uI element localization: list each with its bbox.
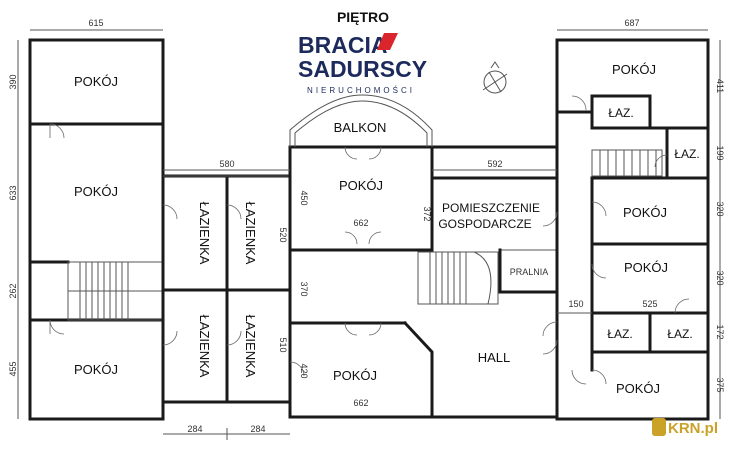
watermark-icon <box>652 418 666 436</box>
room-balkon: BALKON <box>334 120 387 135</box>
dim-left-1: 390 <box>8 74 18 89</box>
room-pokoj-mid-left: POKÓJ <box>74 184 118 199</box>
stairs-right <box>591 149 663 177</box>
dim-left-2: 633 <box>8 185 18 200</box>
dim-592: 592 <box>487 159 502 169</box>
dim-150: 150 <box>568 299 583 309</box>
brand-line-2: SADURSCY <box>298 56 427 82</box>
room-pokoj-bottom-left: POKÓJ <box>74 362 118 377</box>
room-pokoj-top-right: POKÓJ <box>612 62 656 77</box>
room-laz-r4: ŁAZ. <box>667 327 692 341</box>
dimension-labels: 615 687 390 633 262 455 580 592 450 662 … <box>8 18 725 434</box>
dim-right-6: 375 <box>715 377 725 392</box>
dim-bottom-284-a: 284 <box>187 424 202 434</box>
dim-450: 450 <box>299 190 309 205</box>
room-lazienka-4: ŁAZIENKA <box>243 315 258 378</box>
dim-bottom-284-b: 284 <box>250 424 265 434</box>
dim-right-2: 199 <box>715 145 725 160</box>
watermark-logo: KRN.pl <box>652 418 718 437</box>
dim-top-right: 687 <box>624 18 639 28</box>
dim-right-3: 320 <box>715 201 725 216</box>
dim-520: 520 <box>278 227 288 242</box>
room-hall: HALL <box>478 350 511 365</box>
dim-left-4: 455 <box>8 361 18 376</box>
dim-370: 370 <box>299 281 309 296</box>
dim-372: 372 <box>422 206 432 221</box>
room-lazienka-2: ŁAZIENKA <box>243 202 258 265</box>
dim-right-4: 320 <box>715 270 725 285</box>
room-laz-r1: ŁAZ. <box>608 106 633 120</box>
dim-662-top: 662 <box>353 218 368 228</box>
dim-580: 580 <box>219 159 234 169</box>
room-pomieszczenie-line-1: POMIESZCZENIE <box>442 201 540 215</box>
room-lazienka-3: ŁAZIENKA <box>197 315 212 378</box>
room-pokoj-center-bottom: POKÓJ <box>333 368 377 383</box>
stairs-center <box>417 251 499 305</box>
dimension-lines <box>17 29 721 440</box>
dim-right-1: 411 <box>715 79 725 93</box>
room-laz-r3: ŁAZ. <box>607 327 632 341</box>
walls <box>28 38 710 421</box>
dim-662-bottom: 662 <box>353 398 368 408</box>
dim-510: 510 <box>278 337 288 352</box>
doors <box>49 95 690 385</box>
dim-left-3: 262 <box>8 283 18 298</box>
balcony-outline <box>289 94 433 147</box>
room-pokoj-bottom-right: POKÓJ <box>616 381 660 396</box>
brand-logo: PIĘTRO BRACIA SADURSCY NIERUCHOMOŚCI <box>298 9 427 95</box>
brand-subtitle: NIERUCHOMOŚCI <box>307 86 415 95</box>
stairs-left <box>67 261 164 321</box>
dim-525: 525 <box>642 299 657 309</box>
room-labels: POKÓJ POKÓJ POKÓJ ŁAZIENKA ŁAZIENKA ŁAZI… <box>74 62 700 396</box>
brand-line-1: BRACIA <box>298 32 387 58</box>
room-pralnia: PRALNIA <box>510 267 549 277</box>
floor-label: PIĘTRO <box>337 9 389 25</box>
dim-420: 420 <box>299 363 309 378</box>
room-pokoj-center: POKÓJ <box>339 178 383 193</box>
room-pokoj-right-2: POKÓJ <box>623 205 667 220</box>
room-pokoj-top-left: POKÓJ <box>74 74 118 89</box>
room-lazienka-1: ŁAZIENKA <box>197 202 212 265</box>
room-pokoj-right-3: POKÓJ <box>624 260 668 275</box>
brand-red-mark <box>377 33 398 50</box>
room-pomieszczenie-line-2: GOSPODARCZE <box>438 217 531 231</box>
dim-top-left: 615 <box>88 18 103 28</box>
room-laz-r2: ŁAZ. <box>674 147 699 161</box>
watermark-text: KRN.pl <box>668 420 718 437</box>
dim-right-5: 172 <box>715 324 725 339</box>
compass-icon <box>482 61 508 94</box>
